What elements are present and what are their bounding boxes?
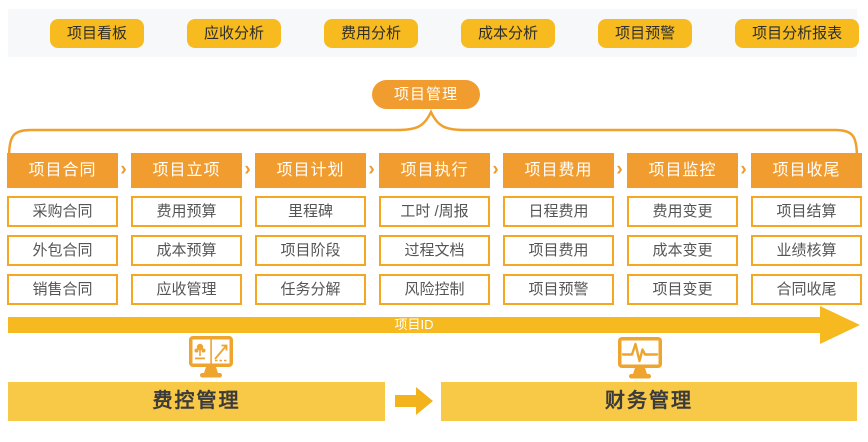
project-id-arrow-head [820, 306, 860, 344]
top-button-project-report[interactable]: 项目分析报表 [735, 18, 860, 48]
arrow-right-icon: › [492, 159, 500, 180]
project-management-pill: 项目管理 [372, 80, 480, 109]
column-item: 采购合同 [7, 196, 118, 227]
column-header: 项目收尾 [751, 153, 862, 188]
pulse-monitor-icon [618, 337, 662, 379]
column-item: 业绩核算 [751, 235, 862, 266]
top-button-expense-analysis[interactable]: 费用分析 [324, 18, 419, 48]
column-header: 项目合同› [7, 153, 127, 188]
brace-shape [7, 109, 859, 160]
column-project-execution: 项目执行› 工时 /周报 过程文档 风险控制 [379, 153, 499, 313]
column-project-monitor: 项目监控› 费用变更 成本变更 项目变更 [627, 153, 747, 313]
column-item: 成本预算 [131, 235, 242, 266]
arrow-right-icon: › [368, 159, 376, 180]
column-project-closing: 项目收尾 项目结算 业绩核算 合同收尾 [751, 153, 862, 313]
arrow-right-icon: › [616, 159, 624, 180]
arrow-right-icon: › [740, 159, 748, 180]
column-item: 外包合同 [7, 235, 118, 266]
column-project-expense: 项目费用› 日程费用 项目费用 项目预警 [503, 153, 623, 313]
column-item: 风险控制 [379, 274, 490, 305]
arrow-right-icon: › [244, 159, 252, 180]
project-id-arrow-bar [8, 317, 820, 333]
column-project-contract: 项目合同› 采购合同 外包合同 销售合同 [7, 153, 127, 313]
column-item: 应收管理 [131, 274, 242, 305]
arrow-right-icon: › [120, 159, 128, 180]
column-item: 成本变更 [627, 235, 738, 266]
column-item: 项目费用 [503, 235, 614, 266]
column-project-initiation: 项目立项› 费用预算 成本预算 应收管理 [131, 153, 251, 313]
arrow-right-icon [395, 387, 433, 415]
top-button-project-board[interactable]: 项目看板 [50, 18, 145, 48]
top-nav-strip: 项目看板 应收分析 费用分析 成本分析 项目预警 项目分析报表 [8, 9, 860, 57]
column-header: 项目立项› [131, 153, 251, 188]
expense-control-bar: 费控管理 [8, 382, 385, 421]
column-item: 合同收尾 [751, 274, 862, 305]
top-button-cost-analysis[interactable]: 成本分析 [461, 18, 556, 48]
column-item: 里程碑 [255, 196, 366, 227]
top-button-receivable-analysis[interactable]: 应收分析 [187, 18, 282, 48]
column-item: 工时 /周报 [379, 196, 490, 227]
project-id-label: 项目ID [394, 317, 434, 332]
column-item: 费用变更 [627, 196, 738, 227]
column-header: 项目费用› [503, 153, 623, 188]
column-item: 任务分解 [255, 274, 366, 305]
analytics-monitor-icon [189, 336, 233, 378]
module-columns: 项目合同› 采购合同 外包合同 销售合同 项目立项› 费用预算 成本预算 应收管… [7, 153, 862, 313]
column-item: 费用预算 [131, 196, 242, 227]
finance-management-bar: 财务管理 [441, 382, 857, 421]
column-item: 过程文档 [379, 235, 490, 266]
column-item: 项目结算 [751, 196, 862, 227]
column-item: 销售合同 [7, 274, 118, 305]
column-item: 日程费用 [503, 196, 614, 227]
column-header: 项目执行› [379, 153, 499, 188]
column-header: 项目监控› [627, 153, 747, 188]
top-button-project-alert[interactable]: 项目预警 [598, 18, 693, 48]
column-item: 项目阶段 [255, 235, 366, 266]
column-item: 项目预警 [503, 274, 614, 305]
column-item: 项目变更 [627, 274, 738, 305]
column-header: 项目计划› [255, 153, 375, 188]
column-project-plan: 项目计划› 里程碑 项目阶段 任务分解 [255, 153, 375, 313]
